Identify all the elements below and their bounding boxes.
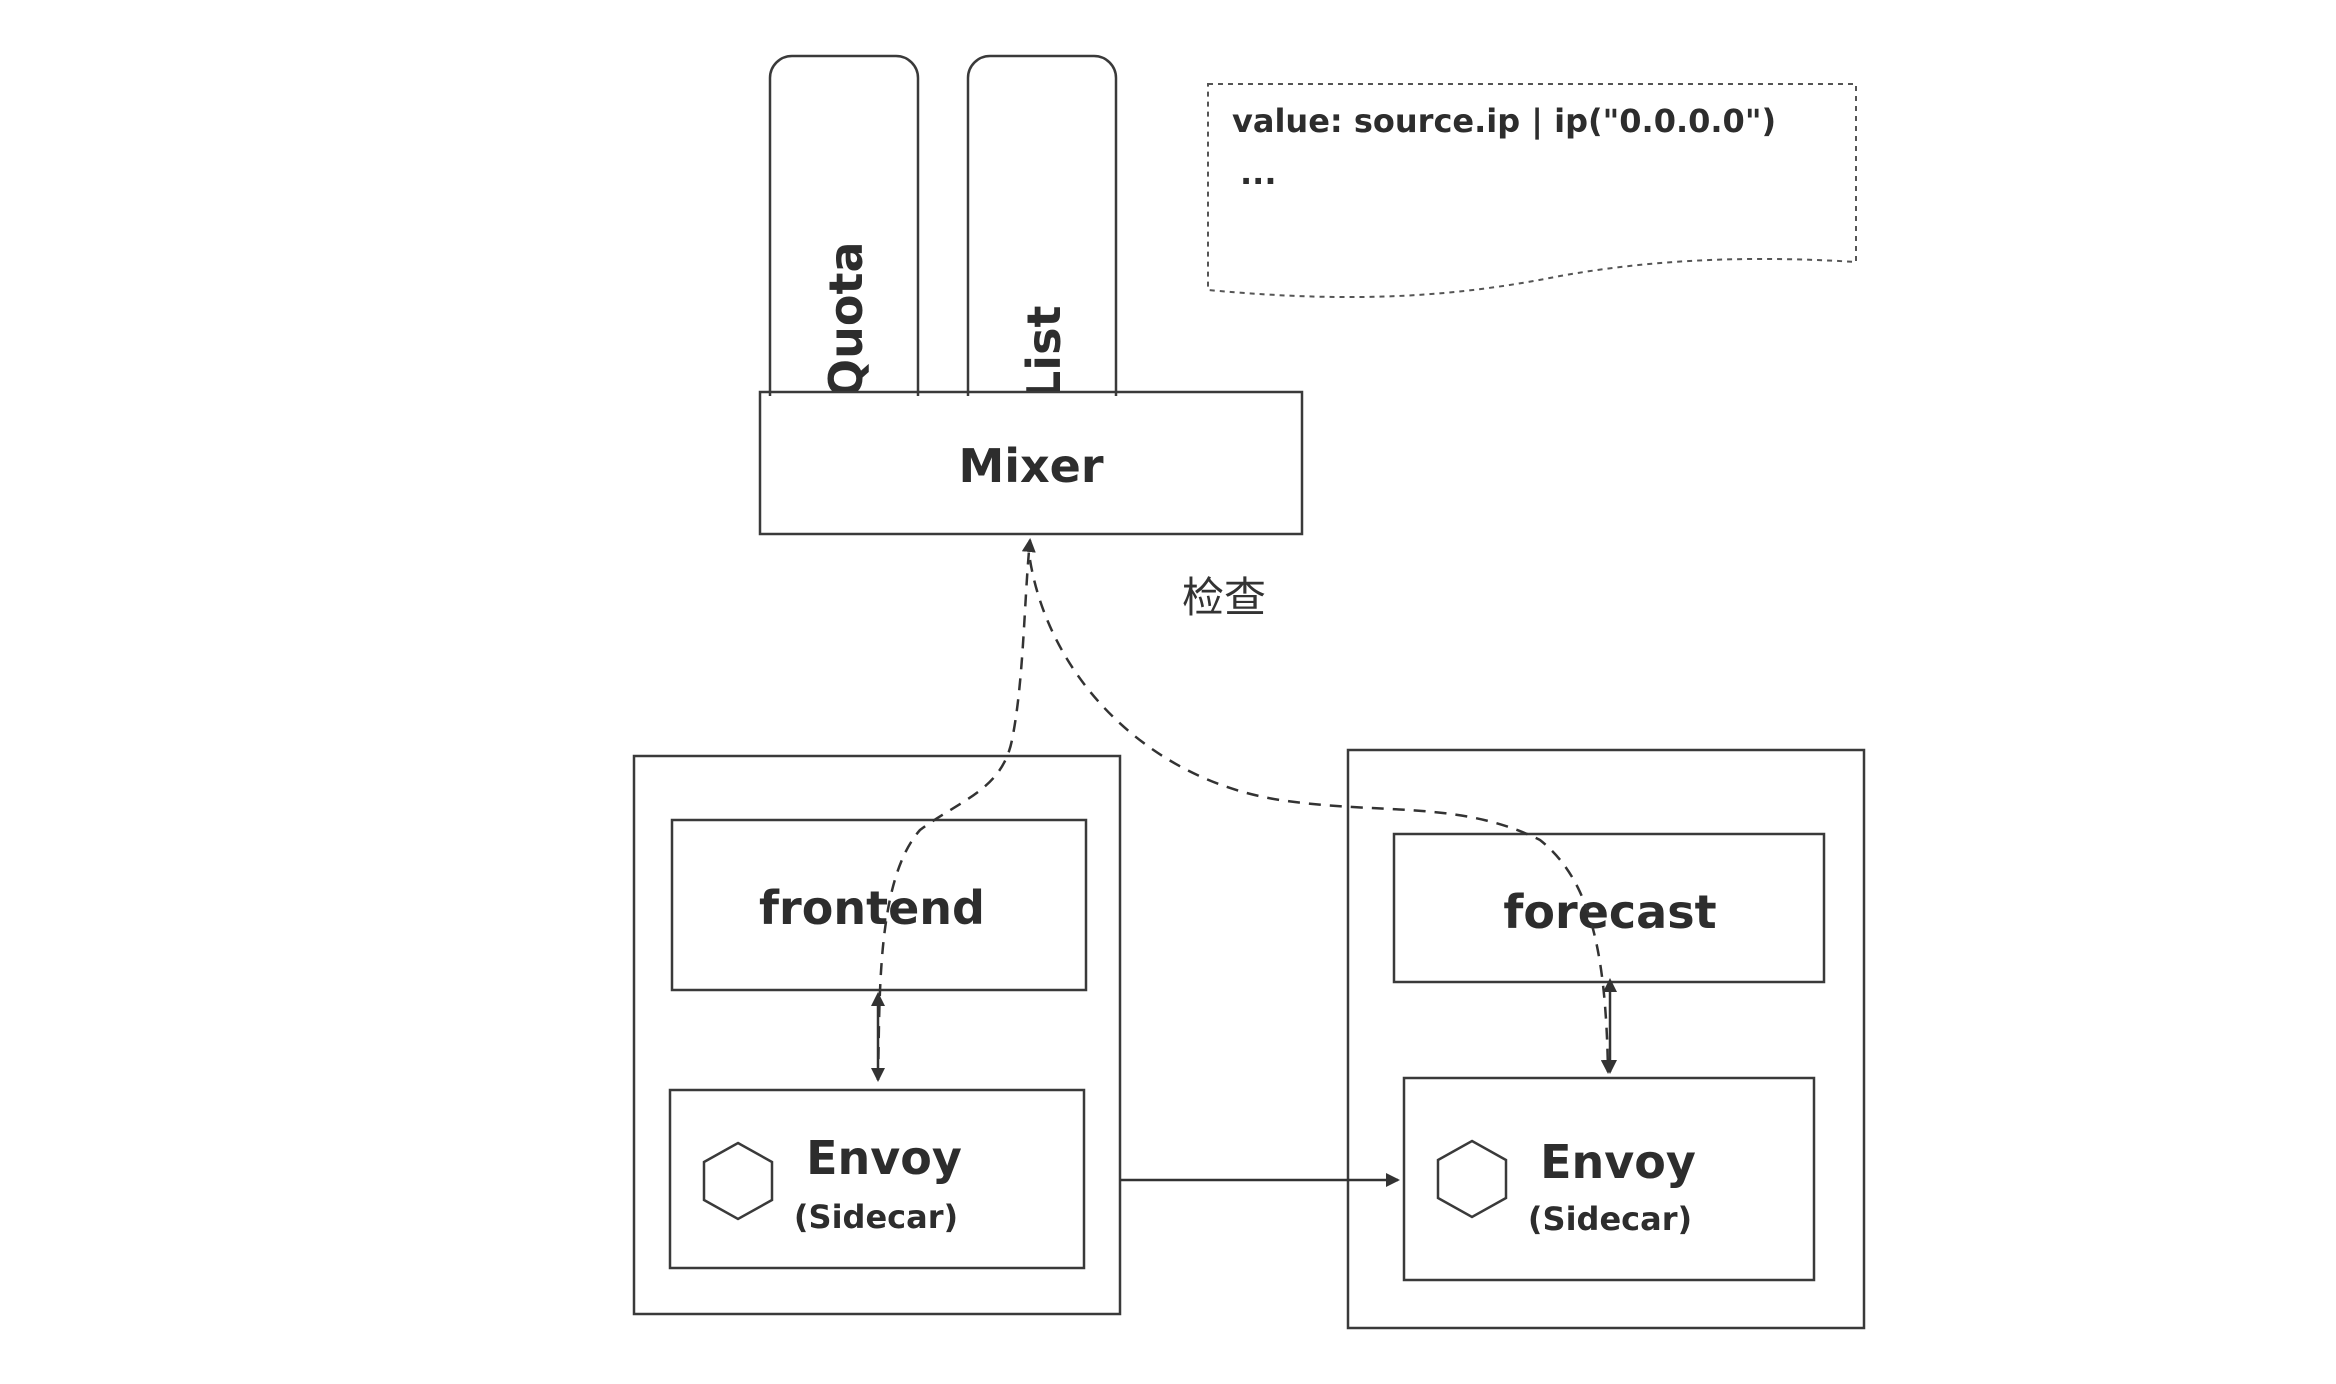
frontend-envoy-sub-label: (Sidecar)	[794, 1198, 958, 1236]
forecast-envoy-sub-label: (Sidecar)	[1528, 1200, 1692, 1238]
forecast-envoy-label: Envoy	[1540, 1135, 1696, 1189]
frontend-check-path	[876, 538, 1036, 1081]
frontend-envoy-label: Envoy	[806, 1131, 962, 1185]
config-note-line-1: value: source.ip | ip("0.0.0.0")	[1232, 102, 1776, 141]
config-note: value: source.ip | ip("0.0.0.0") ...	[1207, 83, 1857, 299]
forecast-pod: forecast Envoy (Sidecar)	[1346, 748, 1866, 1330]
list-adapter-label: List	[1017, 306, 1071, 400]
mixer-box: Mixer	[758, 390, 1304, 536]
frontend-service-box	[670, 818, 1088, 992]
forecast-check-path	[1028, 559, 1615, 1074]
hexagon-icon	[702, 1141, 774, 1221]
list-adapter: List	[966, 54, 1118, 420]
mixer-label: Mixer	[958, 439, 1103, 493]
frontend-service-label: frontend	[759, 881, 985, 935]
quota-adapter: Quota	[768, 54, 920, 420]
quota-adapter-label: Quota	[819, 242, 873, 399]
hexagon-icon	[1436, 1139, 1508, 1219]
forecast-service-label: forecast	[1503, 885, 1716, 939]
frontend-pod: frontend Envoy (Sidecar)	[632, 754, 1122, 1316]
forecast-service-box	[1392, 832, 1826, 984]
config-note-line-2: ...	[1240, 154, 1276, 192]
check-label: 检查	[1182, 573, 1266, 622]
